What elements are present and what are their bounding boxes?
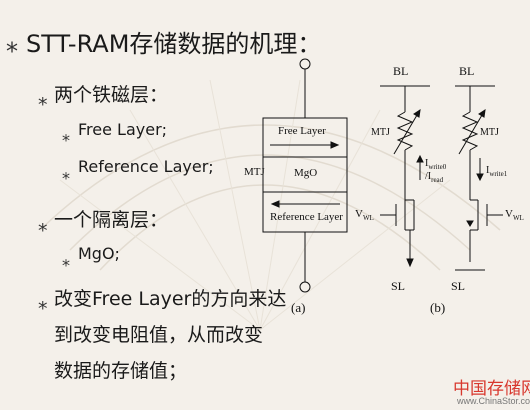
bottom-terminal [299,281,311,293]
reference-layer-label: Reference Layer [270,211,343,223]
i-write1-label: Iwrite1 [486,165,508,178]
mtj-label-left: MTJ [371,127,390,138]
mtj-label-right: MTJ [480,127,499,138]
bullet-marker: ⁎ [38,88,48,110]
bullet-marker: ⁎ [62,164,70,183]
sl-arrowhead-left [406,258,414,268]
vwl-label-right: VWL [505,208,524,223]
caption-a: (a) [291,300,306,315]
reference-layer-arrowhead [270,200,280,208]
free-layer-label: Free Layer [278,125,326,137]
mtj-variable-arrow-left [393,109,421,155]
i-read-label: /Iread [425,171,444,184]
mtj-resistor-left [396,111,414,151]
free-layer-item: Free Layer; [78,120,168,139]
watermark-brand: 中国存储网 [453,379,530,399]
reference-layer-item: Reference Layer; [78,157,214,176]
mgo-item: MgO; [78,244,120,263]
layers-heading: 两个铁磁层： [54,84,169,106]
vwl-label-left: VWL [355,208,374,223]
current-up-arrowhead [416,154,424,163]
bullet-marker: ⁎ [62,126,70,145]
mgo-label: MgO [294,167,318,179]
change-text-line3: 数据的存储值； [54,360,188,382]
sl-label-right: SL [451,279,466,293]
change-text-line1: 改变Free Layer的方向来达 [54,288,287,310]
i-write0-label: Iwrite0 [425,158,447,171]
bullet-marker: ⁎ [38,214,48,236]
free-layer-arrowhead [330,141,340,149]
bullet-marker: ⁎ [62,251,70,270]
mtj-resistor-right [461,111,479,151]
mtj-arrowhead-left [413,108,421,118]
mtj-label-a: MTJ [244,166,265,178]
bullet-marker: ⁎ [6,30,18,58]
caption-b: (b) [430,300,446,315]
mtj-variable-arrow-right [458,109,486,155]
watermark-url: www.ChinaStor.com [457,396,530,406]
barrier-heading: 一个隔离层： [54,209,169,231]
mtj-arrowhead-right [478,108,486,118]
bl-label-left: BL [393,64,409,78]
slide-title: STT-RAM存储数据的机理： [26,30,322,58]
source-arrowhead-right [466,220,474,227]
change-text-line2: 到改变电阻值，从而改变 [54,324,264,346]
bullet-marker: ⁎ [38,292,48,314]
current-down-arrowhead [476,173,484,182]
sl-label-left: SL [391,279,406,293]
bl-label-right: BL [459,64,475,78]
